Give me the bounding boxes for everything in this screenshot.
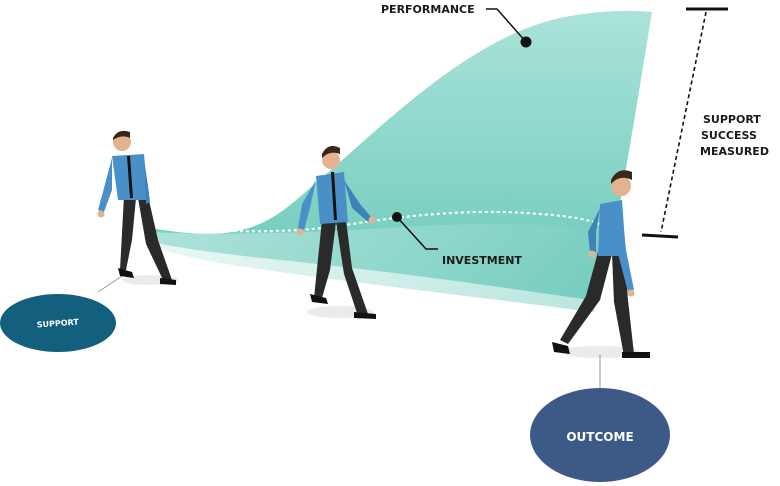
walking-man-left xyxy=(97,130,178,285)
ground-ribbon xyxy=(150,224,600,312)
measure-bracket xyxy=(641,7,728,239)
support-disc xyxy=(0,294,116,352)
measure-label-line1: SUPPORT xyxy=(703,113,761,126)
performance-label: PERFORMANCE xyxy=(381,3,475,16)
measure-label-line3: MEASURED xyxy=(700,145,769,158)
outcome-disc-label: OUTCOME xyxy=(566,430,633,444)
investment-leader xyxy=(396,216,438,250)
measure-label-line2: SUCCESS xyxy=(701,129,757,142)
support-disc-label: SUPPORT xyxy=(37,318,80,330)
outcome-disc xyxy=(530,388,670,482)
investment-label: INVESTMENT xyxy=(442,254,522,267)
walking-man-right xyxy=(552,170,650,358)
walking-man-middle xyxy=(296,146,376,319)
performance-leader xyxy=(486,8,527,43)
